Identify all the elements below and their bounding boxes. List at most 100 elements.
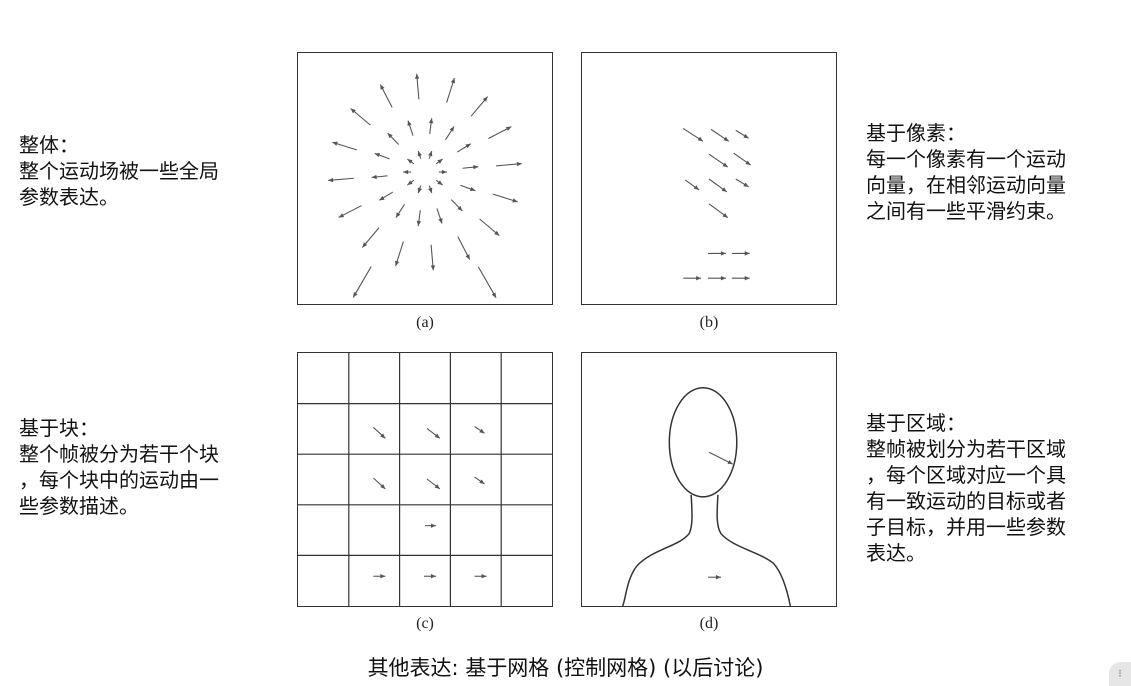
caption-c: (c)	[416, 615, 434, 632]
description-pixel-title: 基于像素：	[866, 121, 966, 145]
radial-motion-arrow	[428, 118, 434, 134]
description-region-line: ，每个区域对应一个具	[866, 463, 1066, 487]
block-motion-arrow	[424, 574, 436, 579]
pixel-motion-field	[682, 127, 751, 281]
body-motion-arrow	[708, 575, 721, 580]
description-region-line: 表达。	[866, 541, 926, 565]
block-motion-arrow	[425, 523, 436, 528]
block-motion-grid	[298, 353, 552, 606]
region-motion-silhouette	[621, 386, 792, 606]
description-block-line: 些参数描述。	[19, 494, 139, 518]
panel-global-motion	[297, 52, 553, 305]
block-motion-arrow	[373, 574, 386, 579]
description-region-line: 整帧被划分为若干区域	[866, 437, 1066, 461]
global-motion-field	[328, 73, 522, 299]
description-region: 基于区域： 整帧被划分为若干区域 ，每个区域对应一个具 有一致运动的目标或者 子…	[866, 410, 1066, 566]
radial-motion-arrow	[445, 126, 455, 141]
radial-motion-arrow	[407, 120, 414, 136]
radial-motion-arrow	[328, 177, 354, 183]
description-block-line: 整个帧被分为若干个块	[19, 442, 219, 466]
block-motion-arrow	[373, 477, 386, 490]
radial-motion-arrow	[488, 126, 512, 140]
radial-motion-arrow	[457, 236, 471, 260]
pixel-motion-arrow	[708, 276, 726, 281]
block-motion-arrow	[474, 476, 485, 485]
radial-motion-arrow	[414, 73, 420, 100]
radial-motion-arrow	[462, 165, 479, 170]
corner-expand-icon[interactable]: ⁝	[1109, 662, 1131, 686]
radial-motion-arrow	[430, 244, 436, 271]
pixel-motion-arrow	[733, 152, 751, 166]
radial-motion-arrow	[338, 205, 362, 218]
radial-motion-arrow	[446, 77, 455, 103]
radial-motion-arrow	[379, 84, 393, 108]
radial-motion-arrow	[395, 204, 405, 218]
head-region	[668, 386, 738, 498]
radial-motion-arrow	[371, 174, 388, 180]
radial-motion-arrow	[387, 132, 400, 145]
radial-motion-arrow	[456, 143, 472, 153]
radial-motion-arrow	[378, 191, 394, 201]
pixel-motion-arrow	[684, 179, 700, 191]
pixel-motion-arrow	[708, 203, 729, 219]
description-region-line: 子目标，并用一些参数	[866, 515, 1066, 539]
pixel-motion-arrow	[731, 276, 750, 281]
radial-motion-arrow	[450, 199, 463, 212]
pixel-motion-arrow	[682, 127, 704, 142]
radial-motion-arrow	[496, 161, 522, 167]
description-region-line: 有一致运动的目标或者	[866, 489, 1066, 513]
radial-motion-arrow	[403, 169, 412, 175]
pixel-motion-arrow	[708, 153, 729, 168]
radial-motion-arrow	[460, 184, 476, 192]
radial-motion-arrow	[361, 227, 380, 248]
block-motion-arrow	[474, 425, 485, 434]
block-motion-arrow	[426, 478, 441, 490]
radial-motion-arrow	[477, 266, 497, 299]
description-pixel: 基于像素： 每一个像素有一个运动 向量，在相邻运动向量 之间有一些平滑约束。	[866, 120, 1066, 224]
radial-motion-arrow	[352, 266, 372, 298]
pixel-motion-arrow	[735, 178, 749, 188]
pixel-motion-arrow	[708, 178, 728, 193]
description-pixel-line: 每一个像素有一个运动	[866, 147, 1066, 171]
panel-pixel-motion	[581, 52, 837, 305]
description-pixel-line: 之间有一些平滑约束。	[866, 199, 1066, 223]
block-motion-arrow	[474, 574, 487, 579]
description-global: 整体： 整个运动场被一些全局 参数表达。	[19, 132, 219, 210]
radial-motion-arrow	[417, 185, 422, 194]
caption-a: (a)	[416, 314, 434, 331]
panel-region-motion	[581, 352, 837, 607]
radial-motion-arrow	[492, 193, 518, 203]
neck-left-outline	[621, 494, 693, 606]
pixel-motion-arrow	[708, 251, 726, 256]
radial-motion-arrow	[350, 108, 371, 126]
radial-motion-arrow	[436, 208, 443, 224]
head-motion-arrow	[708, 451, 734, 465]
radial-motion-arrow	[407, 179, 415, 186]
radial-motion-arrow	[374, 152, 390, 160]
description-global-title: 整体：	[19, 133, 79, 157]
pixel-motion-arrow	[683, 276, 702, 281]
pixel-motion-arrow	[731, 251, 750, 256]
panel-block-motion	[297, 352, 553, 607]
pixel-motion-arrow	[735, 129, 749, 139]
radial-motion-arrow	[417, 150, 422, 159]
description-region-title: 基于区域：	[866, 411, 966, 435]
block-motion-arrow	[373, 427, 386, 439]
radial-motion-arrow	[395, 241, 404, 267]
radial-motion-arrow	[435, 158, 443, 165]
radial-motion-arrow	[428, 150, 433, 159]
radial-motion-arrow	[407, 158, 415, 165]
radial-motion-arrow	[470, 96, 489, 117]
description-block-line: ，每个块中的运动由一	[19, 468, 219, 492]
radial-motion-arrow	[438, 169, 447, 175]
radial-motion-arrow	[428, 185, 433, 194]
radial-motion-arrow	[435, 179, 443, 186]
footer-caption: 其他表达: 基于网格 (控制网格) (以后讨论)	[367, 656, 764, 680]
description-block-title: 基于块：	[19, 416, 99, 440]
description-pixel-line: 向量，在相邻运动向量	[866, 173, 1066, 197]
pixel-motion-arrow	[710, 128, 730, 142]
caption-d: (d)	[699, 615, 719, 632]
description-global-line: 整个运动场被一些全局	[19, 159, 219, 183]
neck-right-outline	[716, 494, 792, 606]
description-global-line: 参数表达。	[19, 185, 119, 209]
